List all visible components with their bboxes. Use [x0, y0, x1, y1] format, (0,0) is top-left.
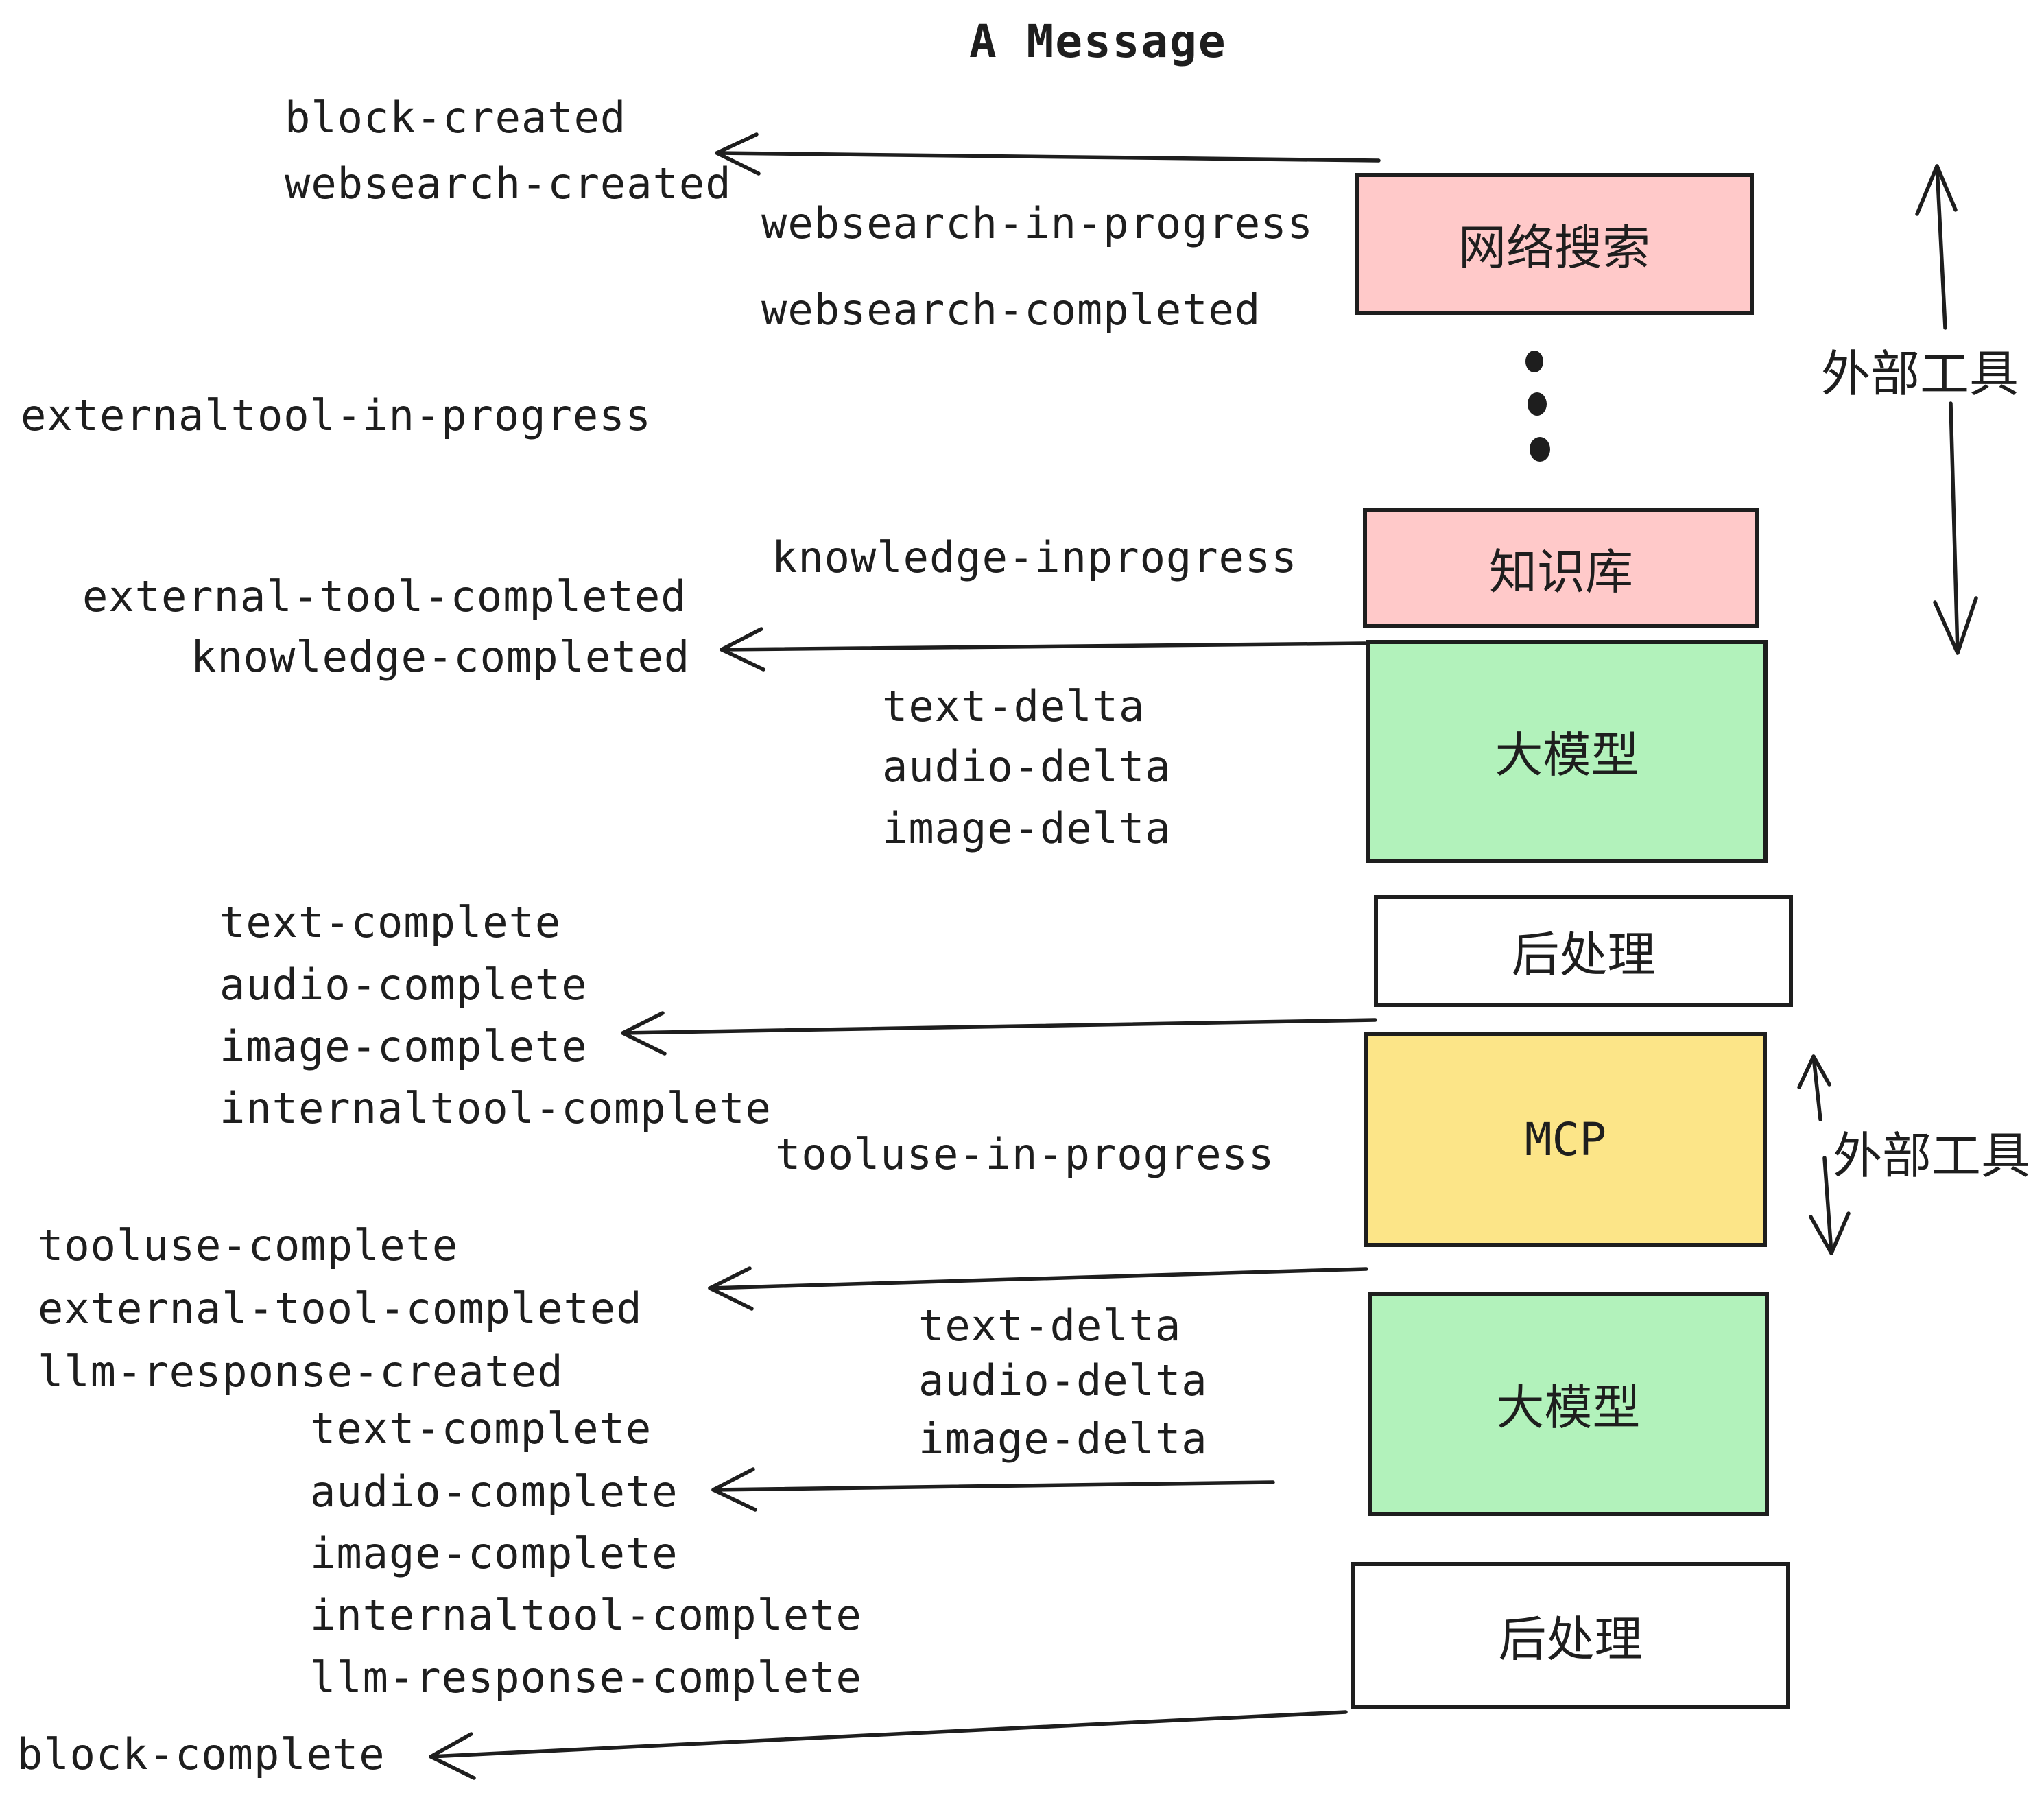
event-label-knowledge-completed: knowledge-completed — [191, 632, 691, 682]
event-label-knowledge-inprogress: knowledge-inprogress — [772, 532, 1298, 582]
arrow-to-audio-complete — [711, 1467, 1275, 1512]
event-label-external-tool-completed: external-tool-completed — [82, 571, 687, 621]
arrow-to-block-created — [715, 132, 1381, 176]
event-label-llm-response-created: llm-response-created — [38, 1346, 564, 1397]
event-label-image-complete: image-complete — [219, 1021, 588, 1071]
event-label-block-complete: block-complete — [17, 1729, 385, 1779]
event-label-externaltool-in-progress: externaltool-in-progress — [21, 390, 652, 440]
mcp-external-tools-up-arrow — [1797, 1054, 1831, 1121]
event-label-tooluse-complete: tooluse-complete — [38, 1220, 459, 1270]
event-label-tooluse-in-progress: tooluse-in-progress — [775, 1129, 1275, 1179]
arrow-to-block-complete — [429, 1710, 1348, 1780]
event-label-text-complete: text-complete — [310, 1403, 652, 1453]
event-label-audio-complete: audio-complete — [219, 960, 588, 1010]
box-knowledge-base: 知识库 — [1363, 508, 1759, 628]
event-label-image-complete: image-complete — [310, 1528, 678, 1578]
event-label-text-delta: text-delta — [918, 1301, 1182, 1351]
event-label-audio-complete: audio-complete — [310, 1467, 678, 1517]
event-label-websearch-completed: websearch-completed — [761, 285, 1261, 335]
box-websearch: 网络搜索 — [1355, 173, 1754, 315]
page-title: A Message — [969, 15, 1227, 68]
event-label-block-created: block-created — [285, 93, 627, 143]
box-mcp: MCP — [1364, 1032, 1767, 1247]
event-label-websearch-in-progress: websearch-in-progress — [761, 198, 1314, 248]
arrow-to-image-complete — [621, 1011, 1377, 1056]
box-post-processing: 后处理 — [1374, 895, 1793, 1007]
event-label-image-delta: image-delta — [882, 803, 1172, 853]
arrow-to-knowledge-completed — [720, 627, 1367, 672]
ellipsis-dots — [1525, 351, 1550, 462]
event-label-text-delta: text-delta — [882, 681, 1145, 731]
external-tools-down-arrow — [1933, 401, 1978, 655]
box-post-processing: 后处理 — [1351, 1562, 1790, 1709]
event-label-llm-response-complete: llm-response-complete — [310, 1652, 862, 1702]
external-tools-up-arrow — [1915, 164, 1958, 330]
side-label-external-tools: 外部工具 — [1833, 1129, 2031, 1184]
event-label-internaltool-complete: internaltool-complete — [310, 1590, 862, 1640]
event-label-internaltool-complete: internaltool-complete — [219, 1083, 772, 1133]
box-llm: 大模型 — [1368, 1292, 1769, 1516]
event-label-external-tool-completed: external-tool-completed — [38, 1283, 643, 1333]
event-label-image-delta: image-delta — [918, 1414, 1208, 1464]
event-label-audio-delta: audio-delta — [882, 741, 1172, 792]
event-label-audio-delta: audio-delta — [918, 1355, 1208, 1405]
event-label-text-complete: text-complete — [219, 897, 562, 947]
side-label-external-tools: 外部工具 — [1821, 347, 2019, 402]
box-llm: 大模型 — [1366, 640, 1768, 863]
event-label-websearch-created: websearch-created — [285, 158, 732, 209]
